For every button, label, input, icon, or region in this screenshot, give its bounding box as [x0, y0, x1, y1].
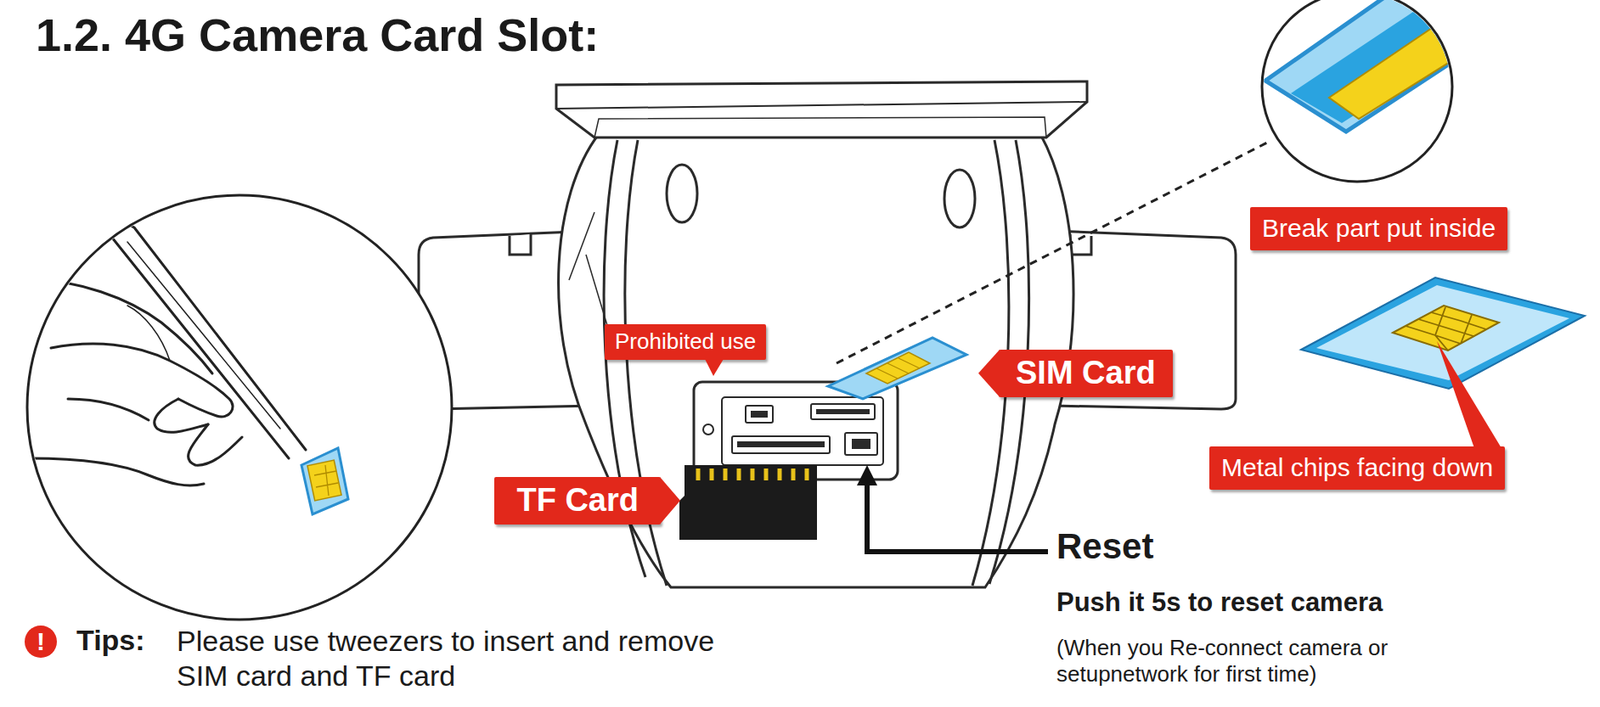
hand-tweezers [27, 195, 452, 620]
title: 1.2. 4G Camera Card Slot: [35, 8, 599, 62]
pointer-shape [704, 359, 724, 377]
zoom-leader [836, 142, 1268, 364]
tips-text: Please use tweezers to insert and remove… [176, 624, 721, 694]
reset-leader [867, 475, 1048, 553]
tf-card [679, 465, 817, 541]
warning-icon: ! [24, 625, 57, 659]
callout-box: TF Card [494, 477, 661, 525]
callout-box: SIM Card [998, 349, 1173, 398]
sim-card-detail [1301, 277, 1585, 449]
note: (When you Re-connect camera or setupnetw… [1056, 635, 1465, 688]
tips-heading: Tips: [76, 624, 146, 658]
callout-text: TF Card [516, 482, 639, 520]
callout-box: Break part put inside [1250, 207, 1508, 251]
callout-text: Prohibited use [614, 329, 756, 355]
callout-text: ! [24, 625, 57, 659]
callout-box: Prohibited use [604, 324, 767, 361]
instruction: Push it 5s to reset camera [1056, 587, 1383, 619]
callout-box: Metal chips facing down [1209, 446, 1505, 491]
callout-pointer [978, 349, 999, 398]
callout-text: SIM Card [1015, 354, 1156, 393]
callout-text: Metal chips facing down [1221, 453, 1493, 484]
pointer-shape [978, 349, 1000, 398]
callout-pointer [704, 359, 726, 378]
callout-pointer [659, 477, 681, 525]
pointer-shape [659, 477, 681, 525]
zoom-detail [1261, 0, 1495, 182]
top-cover [556, 81, 1088, 138]
callout-text: Break part put inside [1261, 214, 1496, 244]
part-label: Reset [1056, 526, 1154, 568]
sim-card [828, 338, 967, 400]
